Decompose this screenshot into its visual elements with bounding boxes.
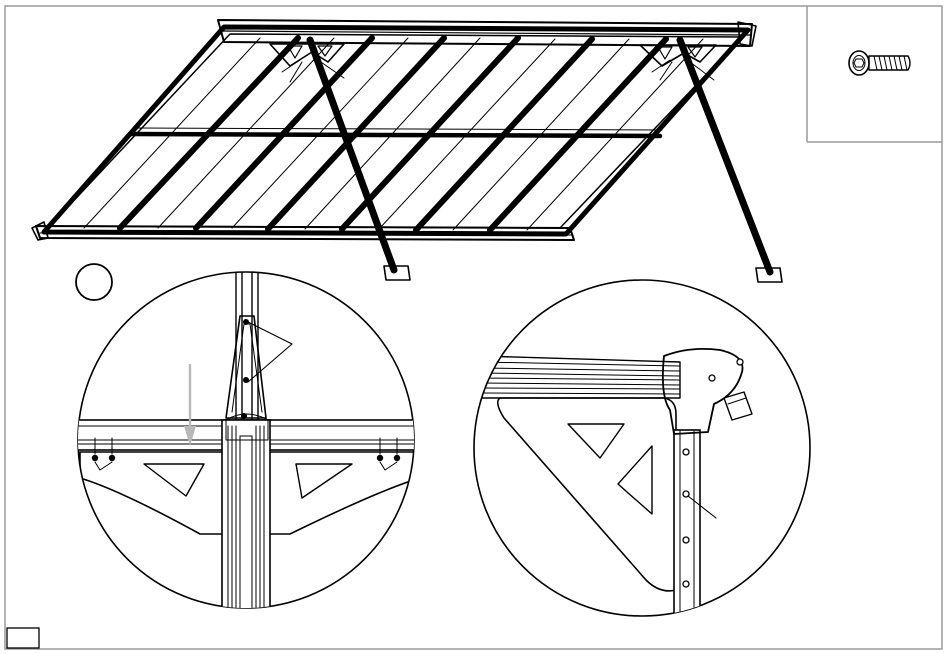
corner-post [674,430,700,630]
page-number-box [7,628,39,648]
step-number-badge [76,264,112,300]
lower-post [222,420,270,620]
